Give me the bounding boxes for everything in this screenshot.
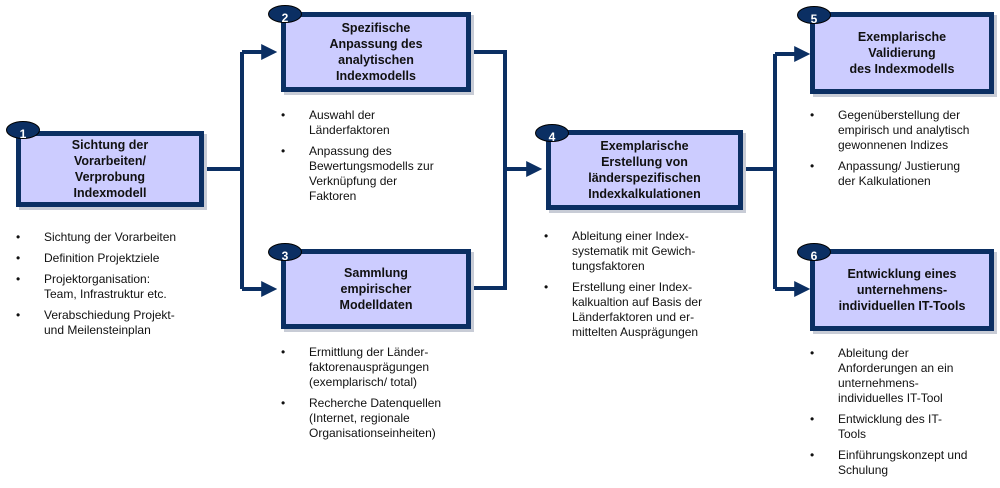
step-4-box: Exemplarische Erstellung von länderspezi… [546,130,743,210]
list-item: Ermittlung der Länder- faktorenausprägun… [279,345,489,390]
connector-4-to-5-6 [742,54,777,289]
step-1-badge: 1 [6,121,40,141]
step-3-box: Sammlung empirischer Modelldaten [281,249,471,329]
step-6-box: Entwicklung eines unternehmens- individu… [810,249,994,331]
step-1-title: Sichtung der Vorarbeiten/ Verprobung Ind… [71,138,149,200]
connector-1-to-2-3 [203,52,244,289]
list-item: Ableitung einer Index- systematik mit Ge… [542,229,757,274]
list-item: Projektorganisation: Team, Infrastruktur… [14,272,224,302]
step-2-box: Spezifische Anpassung des analytischen I… [281,12,471,92]
list-item: Sichtung der Vorarbeiten [14,230,224,245]
list-item: Ableitung der Anforderungen an ein unter… [808,346,1000,406]
list-item: Anpassung/ Justierung der Kalkulationen [808,159,1000,189]
step-2-title: Spezifische Anpassung des analytischen I… [329,21,423,83]
step-2-badge: 2 [268,5,302,25]
step-1-bullets: Sichtung der Vorarbeiten Definition Proj… [14,230,224,344]
list-item: Erstellung einer Index- kalkualtion auf … [542,280,757,340]
list-item: Verabschiedung Projekt- und Meilensteinp… [14,308,224,338]
step-5-badge: 5 [797,6,831,26]
step-6-bullets: Ableitung der Anforderungen an ein unter… [808,346,1000,484]
step-5-bullets: Gegenüberstellung der empirisch und anal… [808,108,1000,195]
step-5-title: Exemplarische Validierung des Indexmodel… [849,30,955,76]
step-3-badge: 3 [268,243,302,263]
list-item: Recherche Datenquellen (Internet, region… [279,396,489,441]
list-item: Entwicklung des IT- Tools [808,412,1000,442]
step-3-title: Sammlung empirischer Modelldaten [339,266,413,312]
list-item: Einführungskonzept und Schulung [808,448,1000,478]
list-item: Definition Projektziele [14,251,224,266]
step-3-bullets: Ermittlung der Länder- faktorenausprägun… [279,345,489,447]
step-4-title: Exemplarische Erstellung von länderspezi… [588,139,701,201]
step-2-bullets: Auswahl der Länderfaktoren Anpassung des… [279,108,479,210]
step-5-box: Exemplarische Validierung des Indexmodel… [810,12,994,94]
step-1-box: Sichtung der Vorarbeiten/ Verprobung Ind… [16,131,204,207]
step-4-bullets: Ableitung einer Index- systematik mit Ge… [542,229,757,346]
step-6-title: Entwicklung eines unternehmens- individu… [838,267,966,313]
list-item: Auswahl der Länderfaktoren [279,108,479,138]
list-item: Gegenüberstellung der empirisch und anal… [808,108,1000,153]
step-6-badge: 6 [797,243,831,263]
list-item: Anpassung des Bewertungsmodells zur Verk… [279,144,479,204]
step-4-badge: 4 [535,124,569,144]
